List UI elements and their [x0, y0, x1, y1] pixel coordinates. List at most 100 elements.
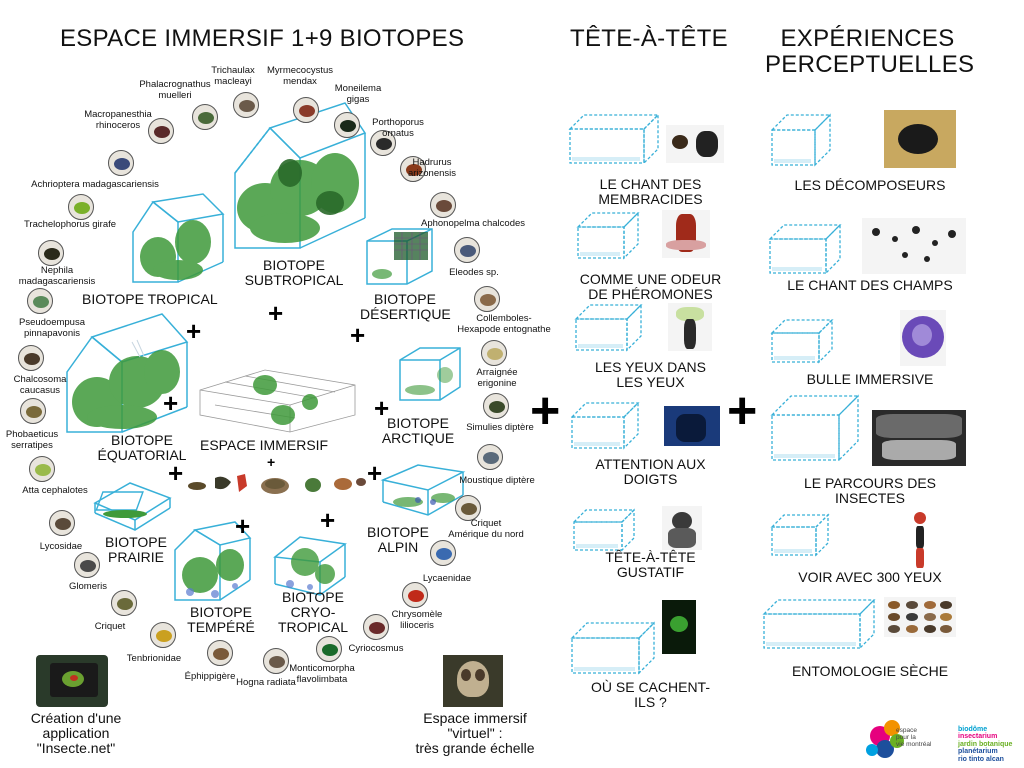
plus-sign-large: +: [530, 382, 561, 440]
species-photo: [316, 636, 342, 662]
species-label: Lycaenidae: [422, 573, 472, 584]
species-label: Collemboles-Hexapode entognathe: [457, 313, 551, 335]
header-experiences: EXPÉRIENCES PERCEPTUELLES: [765, 25, 975, 78]
species-photo: [49, 510, 75, 536]
exhibit-photo: [662, 600, 696, 654]
species-photo: [38, 240, 64, 266]
header-immersive: ESPACE IMMERSIF 1+9 BIOTOPES: [60, 25, 465, 52]
exhibit-photo: [662, 506, 702, 550]
biotope-desertique-illustration: [366, 228, 433, 285]
header-experiences-line1: EXPÉRIENCES: [780, 25, 955, 52]
label-biotope-equatorial: BIOTOPE ÉQUATORIAL: [97, 432, 187, 463]
exhibit-label: LES DÉCOMPOSEURS: [794, 177, 946, 193]
biotope-alpin-illustration: [380, 464, 466, 516]
species-label: Moustique diptère: [459, 475, 535, 486]
exhibit-photo: [668, 303, 712, 351]
species-label: Criquet: [94, 621, 126, 632]
exhibit-photo: [662, 210, 710, 258]
species-photo: [334, 112, 360, 138]
species-label: Hogna radiata: [236, 677, 296, 688]
app-phone-photo: [36, 655, 108, 707]
species-photo: [474, 286, 500, 312]
exhibit-box-illustration: [570, 621, 656, 675]
species-label: Atta cephalotes: [22, 485, 88, 496]
biotope-cryotropical-illustration: [273, 536, 347, 596]
plus-sign: +: [320, 505, 336, 535]
plus-sign: +: [350, 320, 366, 350]
species-photo: [363, 614, 389, 640]
species-label: Glomeris: [68, 581, 108, 592]
exhibit-photo: [664, 406, 720, 446]
species-photo: [455, 495, 481, 521]
note-virtual: Espace immersif "virtuel" : très grande …: [415, 710, 535, 756]
species-label: Aphonopelma chalcodes: [420, 218, 526, 229]
label-espace-immersif: ESPACE IMMERSIF: [200, 437, 329, 453]
plus-sign: +: [186, 316, 202, 346]
exhibit-photo: [900, 310, 946, 366]
plus-sign: +: [268, 298, 284, 328]
species-photo: [402, 582, 428, 608]
species-photo: [400, 156, 426, 182]
species-photo: [263, 648, 289, 674]
exhibit-box-illustration: [768, 223, 842, 275]
species-photo: [192, 104, 218, 130]
exhibit-photo: [884, 110, 956, 168]
header-experiences-line2: PERCEPTUELLES: [765, 51, 975, 78]
exhibit-box-illustration: [574, 303, 643, 352]
species-label: Trachelophorus girafe: [23, 219, 117, 230]
exhibit-photo: [872, 410, 966, 466]
biotope-prairie-illustration: [93, 482, 172, 531]
exhibit-box-illustration: [770, 318, 834, 364]
species-photo: [454, 237, 480, 263]
species-photo: [18, 345, 44, 371]
species-photo: [111, 590, 137, 616]
species-label: Lycosidae: [39, 541, 83, 552]
exhibit-photo: [910, 512, 930, 570]
biotope-equatorial-illustration: [66, 313, 189, 433]
exhibit-label: OÙ SE CACHENT-ILS ?: [590, 679, 710, 710]
plus-sign: +: [235, 511, 251, 541]
species-label: Simulies diptère: [466, 422, 534, 433]
species-photo: [108, 150, 134, 176]
species-label: Eleodes sp.: [449, 267, 499, 278]
exhibit-label: ENTOMOLOGIE SÈCHE: [791, 663, 949, 679]
plus-sign: +: [168, 458, 184, 488]
biotope-subtropical-illustration: [234, 102, 367, 249]
note-app: Création d'une application "Insecte.net": [30, 710, 122, 756]
exhibit-box-illustration: [570, 401, 640, 450]
species-photo: [68, 194, 94, 220]
label-biotope-cryotropical: BIOTOPE CRYO- TROPICAL: [277, 589, 348, 635]
plus-sign: +: [367, 458, 383, 488]
exhibit-photo: [666, 125, 724, 163]
species-photo: [29, 456, 55, 482]
label-biotope-alpin: BIOTOPE ALPIN: [367, 524, 429, 555]
exhibit-box-illustration: [572, 508, 636, 552]
species-photo: [74, 552, 100, 578]
species-photo: [293, 97, 319, 123]
species-label: Achrioptera madagascariensis: [31, 179, 159, 190]
species-photo: [477, 444, 503, 470]
label-biotope-tropical: BIOTOPE TROPICAL: [82, 291, 218, 307]
exhibit-box-illustration: [568, 113, 660, 165]
species-label: Cyriocosmus: [348, 643, 404, 654]
exhibit-box-illustration: [576, 211, 640, 260]
label-biotope-subtropical: BIOTOPE SUBTROPICAL: [244, 257, 344, 288]
exhibit-box-illustration: [770, 513, 830, 557]
exhibit-label: LE CHANT DES CHAMPS: [787, 277, 953, 293]
species-photo: [483, 393, 509, 419]
label-biotope-desertique: BIOTOPE DÉSERTIQUE: [360, 291, 451, 322]
species-photo: [148, 118, 174, 144]
